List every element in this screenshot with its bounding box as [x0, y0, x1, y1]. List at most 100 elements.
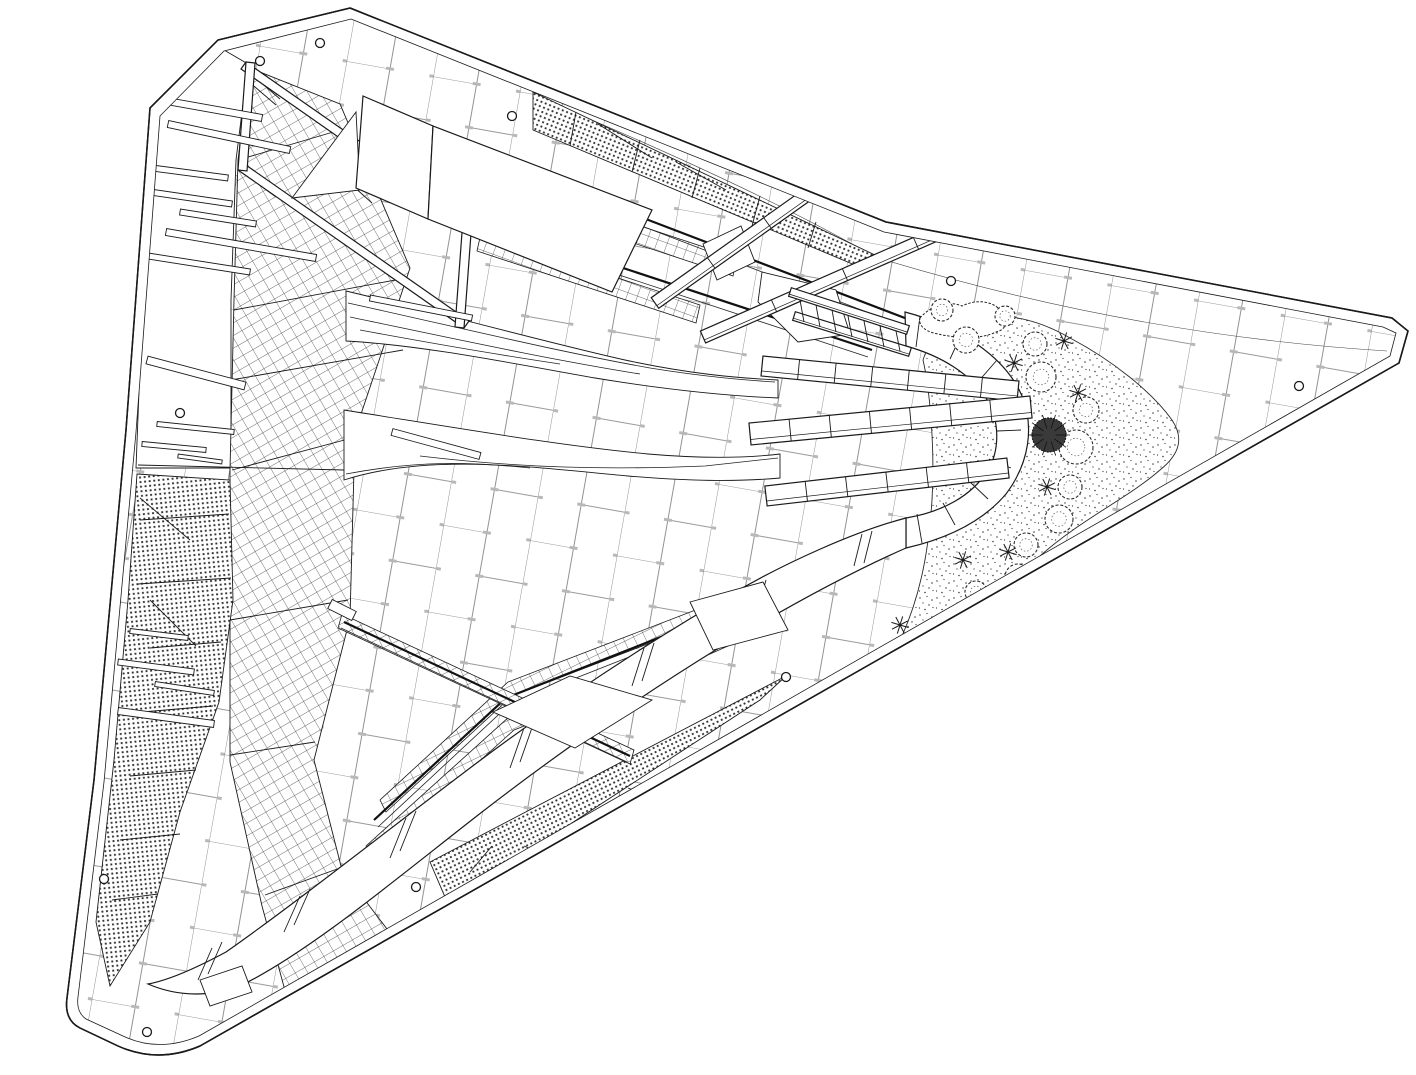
bench [760, 355, 1020, 402]
bench-plank-divider [885, 472, 889, 492]
bench-plank-divider [966, 462, 970, 483]
stair-bar [117, 707, 215, 728]
detail-line [996, 429, 1022, 432]
star-spoke [1038, 483, 1048, 488]
bollard [98, 873, 110, 885]
promenade-bridge-deck-1 [491, 675, 654, 749]
shrub-canopy [994, 305, 1016, 327]
star-spoke [1013, 358, 1023, 364]
stair-bar [145, 355, 247, 391]
bench-plank-divider [943, 373, 947, 394]
detail-line [389, 817, 407, 859]
utility-pad [199, 965, 253, 1007]
shrub-canopy [1072, 396, 1100, 424]
bench-plank-divider [909, 407, 913, 430]
shrub-canopy [1025, 361, 1057, 393]
bench-plank-divider [949, 403, 953, 426]
detail-line [631, 647, 645, 687]
stair-bar [164, 228, 318, 262]
stair-bar [327, 598, 357, 622]
star-spoke [899, 620, 909, 626]
shrub-canopy [991, 592, 1017, 618]
star-spoke [1055, 340, 1065, 346]
detail-line [879, 325, 885, 348]
star-spoke [1007, 547, 1017, 553]
bench-plank-divider [763, 217, 772, 229]
star-spoke [958, 551, 964, 561]
stair-bar [117, 658, 195, 676]
bench-seat-line [750, 412, 1032, 440]
star-spoke [1003, 543, 1009, 553]
detail-line [847, 315, 853, 338]
corridor-upper-rail-3 [359, 329, 561, 365]
detail-line [264, 867, 341, 896]
site-boundary-outer [65, 7, 1409, 1056]
bench-plank-divider [925, 467, 929, 488]
detail-line [641, 642, 655, 682]
detail-line [469, 845, 493, 873]
stair-bar-layer [117, 94, 482, 728]
bench-plank-divider [707, 257, 716, 269]
detail-line [399, 810, 417, 852]
stair-bar [368, 294, 474, 322]
detail-line [597, 123, 653, 159]
star-spoke [1005, 359, 1015, 364]
stair-bar [390, 428, 482, 460]
bench-plank-divider [989, 399, 993, 422]
bench-seat-line [793, 317, 910, 355]
canopy-triangle-panel [291, 110, 361, 199]
shrub-inner [1019, 538, 1033, 552]
star-spoke [1069, 392, 1079, 398]
star-spoke [1038, 486, 1048, 492]
star-spoke [891, 621, 901, 626]
star-spoke [1077, 384, 1082, 394]
tree-dark [1028, 414, 1070, 456]
shrub [930, 298, 954, 322]
bench-plank-divider [868, 411, 872, 434]
shrub [1013, 532, 1039, 558]
star-spoke [1007, 543, 1012, 553]
detail-line [915, 315, 921, 348]
star-plant [1005, 354, 1023, 372]
stair-bar [177, 453, 223, 465]
star-spoke [1043, 486, 1048, 496]
star-spoke [1013, 354, 1018, 364]
star-spoke [1004, 551, 1009, 561]
bench-outline [787, 286, 911, 336]
detail-line [631, 139, 641, 173]
stair-bar [156, 421, 235, 435]
tree-branch [1050, 441, 1056, 456]
star-plant [1069, 384, 1087, 402]
bollard [314, 37, 326, 49]
shrub-canopy [1044, 504, 1074, 534]
bollard [945, 275, 957, 287]
tree-branch [1050, 414, 1056, 429]
dotted-top-lines [569, 111, 817, 249]
detail-line [119, 833, 181, 841]
star-plant [954, 551, 972, 569]
detail-line [815, 304, 821, 328]
bench-plank-divider [841, 268, 849, 281]
star-spoke [1063, 332, 1068, 342]
bench-plank-divider [983, 206, 991, 219]
star-spoke [1013, 362, 1023, 367]
star-spoke [1077, 392, 1087, 397]
shrub [1057, 474, 1083, 500]
star-spoke [1077, 388, 1087, 394]
bench-plank-divider [819, 177, 828, 189]
bench-seat-line [789, 293, 908, 333]
tree-branch [1031, 438, 1044, 448]
corridor-upper-rail-1 [347, 302, 776, 383]
bench-plank-divider [870, 366, 874, 387]
bollard [174, 407, 186, 419]
bench-plank-divider [845, 476, 849, 497]
detail-line [942, 502, 956, 526]
shrub-canopy [930, 298, 954, 322]
star-spoke [1005, 362, 1015, 368]
star-spoke [1074, 392, 1079, 402]
bench-plank-divider [980, 377, 983, 398]
bench-plank-divider [770, 299, 778, 312]
star-spoke [1046, 486, 1052, 496]
detail-line [916, 513, 923, 544]
shrub-inner [935, 303, 949, 317]
